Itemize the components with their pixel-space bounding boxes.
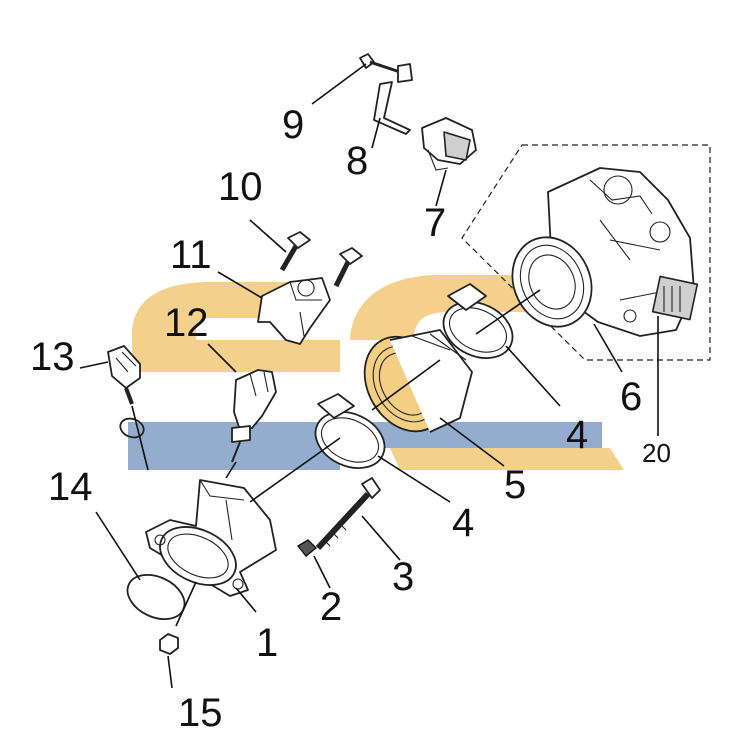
bracket-bolts-part (279, 231, 363, 288)
callout-20: 20 (642, 438, 671, 468)
dashed-group-box (461, 144, 711, 361)
map-sensor-part (421, 117, 477, 171)
callout-11: 11 (170, 233, 212, 277)
callout-3: 3 (392, 555, 414, 599)
bolt-part (315, 477, 381, 551)
watermark-c-bottom (390, 448, 624, 470)
fuel-rail-part (257, 277, 331, 345)
throttle-body-part (511, 167, 699, 337)
callout-10: 10 (218, 165, 263, 209)
watermark-s-mid (132, 340, 340, 372)
callout-6: 6 (620, 375, 642, 419)
sensor-bracket-part (373, 81, 411, 135)
clamp-lower-part (314, 393, 386, 469)
intake-manifold-part (145, 479, 277, 597)
callout-4-lower: 4 (452, 501, 474, 545)
nut-part (159, 633, 179, 655)
screw-part (359, 53, 413, 83)
callout-12: 12 (164, 301, 209, 345)
washer-part (296, 539, 318, 557)
callout-7: 7 (424, 201, 446, 245)
callout-5: 5 (504, 463, 526, 507)
callout-14: 14 (48, 465, 93, 509)
callout-2: 2 (320, 585, 342, 629)
injector-part (231, 369, 277, 463)
callout-8: 8 (346, 139, 368, 183)
callout-15: 15 (178, 691, 223, 735)
intake-rubber-part (363, 329, 473, 433)
leader-lines (79, 63, 659, 689)
callout-4-upper: 4 (566, 413, 588, 457)
temp-sensor-part (107, 345, 145, 439)
callout-9: 9 (282, 103, 304, 147)
clamp-upper-part (442, 283, 514, 359)
callout-1: 1 (256, 621, 278, 665)
callout-labels: 1 2 3 4 4 5 6 7 8 9 10 11 12 13 14 15 20 (30, 103, 671, 735)
callout-13: 13 (30, 335, 75, 379)
